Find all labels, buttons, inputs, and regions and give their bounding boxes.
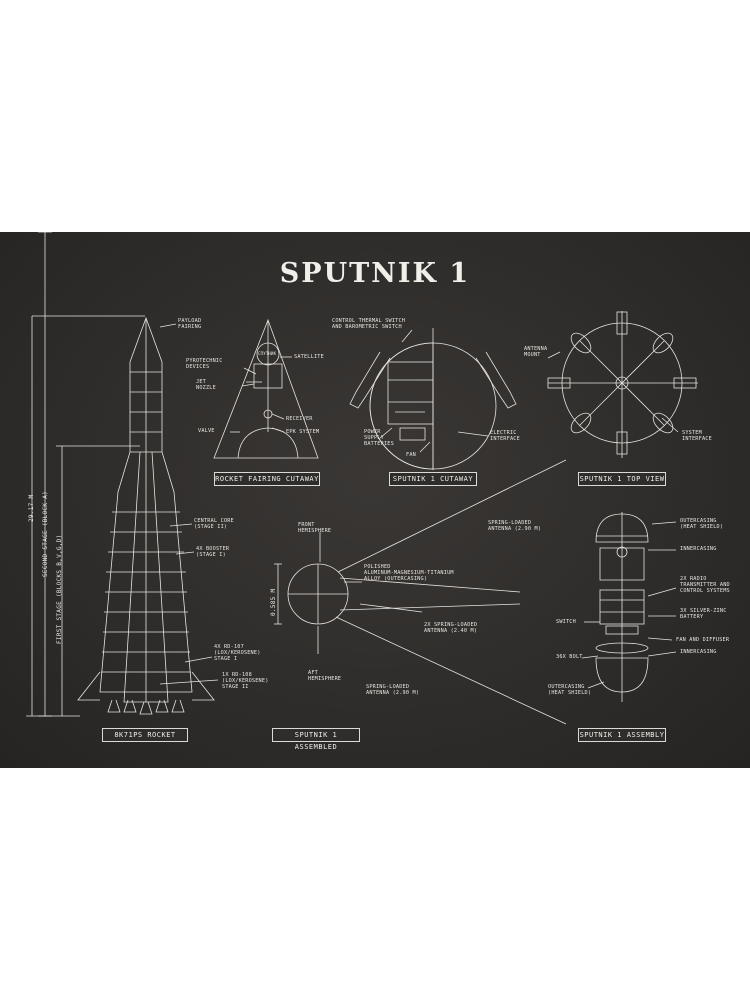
front-hemisphere-label: FRONT HEMISPHERE [298,522,332,535]
switch-label: SWITCH [556,619,576,625]
spring-240-label: 2x SPRING-LOADED ANTENNA (2.40 M) [424,622,478,635]
assembly-drawing [581,512,677,702]
outercasing-bottom-label: OUTERCASING (HEAT SHIELD) [548,684,592,697]
first-stage-label: FIRST STAGE (BLOCKS B,V,G,D) [56,534,63,644]
valve-label: VALVE [198,428,215,434]
innercasing-top-label: INNERCASING [680,546,717,552]
receiver-label: RECEIVER [286,416,313,422]
antenna-mount-label: ANTENNA MOUNT [524,346,548,359]
spring-290-bottom-label: SPRING-LOADED ANTENNA (2.90 M) [366,684,420,697]
caption-assembly: SPUTNIK 1 ASSEMBLY [578,728,666,742]
electric-interface-label: ELECTRIC INTERFACE [490,430,520,443]
system-interface-label: SYSTEM INTERFACE [682,430,712,443]
battery-label: 3x SILVER-ZINC BATTERY [680,608,727,621]
fairing-badge: СПУТНИК [258,351,277,356]
assembled-drawing [274,459,567,725]
blueprint-board: SPUTNIK 1 29.17 M SECOND STAGE (BLOCK A)… [0,232,750,768]
polished-label: POLISHED ALUMINUM-MAGNESIUM-TITANIUM ALL… [364,564,454,583]
epk-label: EPK SYSTEM [286,429,320,435]
blueprint-drawing [26,232,698,725]
sphere-diameter-label: 0.585 M [270,588,277,616]
control-thermal-label: CONTROL THERMAL SWITCH AND BAROMETRIC SW… [332,318,406,331]
top-view-drawing [547,311,698,458]
fairing-drawing [213,318,319,459]
page-title: SPUTNIK 1 [279,258,471,289]
total-height-label: 29.17 M [28,494,35,522]
caption-rocket: 8K71PS ROCKET [102,728,188,742]
booster-label: 4x BOOSTER (STAGE I) [196,546,230,559]
spring-290-top-label: SPRING-LOADED ANTENNA (2.90 M) [488,520,542,533]
power-supply-label: POWER SUPPLY BATTERIES [364,429,394,448]
rd107-label: 4x RD-107 (LOX/KEROSENE) STAGE I [214,644,261,663]
payload-fairing-label: PAYLOAD FAIRING [178,318,202,331]
caption-assembled: SPUTNIK 1 ASSEMBLED [272,728,360,751]
jet-nozzle-label: JET NOZZLE [196,379,216,392]
pyrotechnic-label: PYROTECHNIC DEVICES [186,358,223,371]
caption-top-view: SPUTNIK 1 TOP VIEW [578,472,666,486]
radio-label: 2x RADIO TRANSMITTER AND CONTROL SYSTEMS [680,576,730,595]
fan-label: FAN [406,452,416,458]
central-core-label: CENTRAL CORE (STAGE II) [194,518,234,531]
cutaway-drawing [349,328,517,470]
caption-fairing: ROCKET FAIRING CUTAWAY [214,472,320,486]
rocket-drawing [26,232,219,717]
innercasing-bottom-label: INNERCASING [680,649,717,655]
aft-hemisphere-label: AFT HEMISPHERE [308,670,342,683]
bolt-label: 36x BOLT [556,654,583,660]
fan-diffuser-label: FAN AND DIFFUSER [676,637,730,643]
caption-cutaway: SPUTNIK 1 CUTAWAY [389,472,477,486]
satellite-label: SATELLITE [294,354,324,360]
outercasing-top-label: OUTERCASING (HEAT SHIELD) [680,518,724,531]
second-stage-label: SECOND STAGE (BLOCK A) [42,490,49,577]
rd108-label: 1x RD-108 (LOX/KEROSENE) STAGE II [222,672,269,691]
